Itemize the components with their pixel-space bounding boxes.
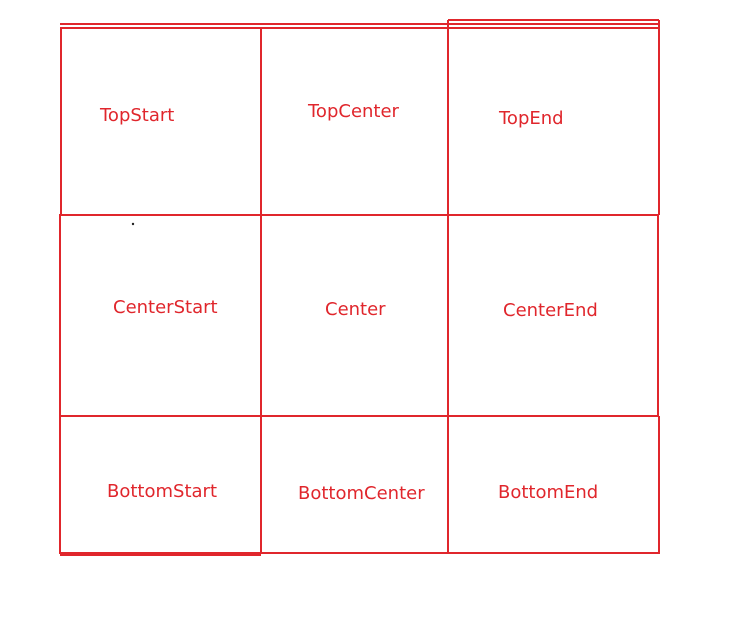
grid-lines	[59, 19, 660, 556]
label-center-start: CenterStart	[113, 297, 218, 318]
label-bottom-center: BottomCenter	[298, 483, 425, 504]
label-bottom-start: BottomStart	[107, 481, 217, 502]
label-top-center: TopCenter	[307, 101, 400, 122]
label-top-end: TopEnd	[498, 108, 564, 129]
label-center-end: CenterEnd	[503, 300, 598, 321]
label-center: Center	[325, 299, 386, 320]
label-bottom-end: BottomEnd	[498, 482, 598, 503]
cell-labels: TopStart TopCenter TopEnd CenterStart Ce…	[99, 101, 598, 504]
label-top-start: TopStart	[99, 105, 174, 126]
stray-dot	[131, 222, 135, 226]
